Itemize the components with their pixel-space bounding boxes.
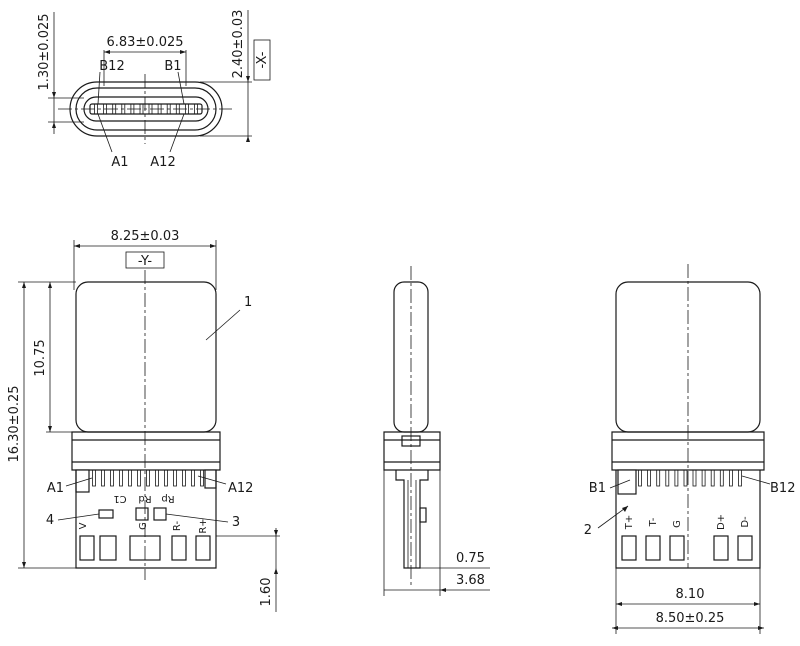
top-solder-pin bbox=[146, 469, 150, 487]
front-contact-pin bbox=[130, 103, 135, 115]
side-thickness-dim: 0.75 bbox=[456, 551, 485, 566]
bottom-inner-width-dim: 8.10 bbox=[676, 587, 705, 602]
bottom-solder-pin bbox=[701, 469, 706, 487]
top-solder-pin bbox=[119, 469, 123, 487]
front-contact-pin bbox=[194, 103, 198, 115]
front-contact-pin bbox=[175, 103, 180, 115]
bottom-pin-b1: B1 bbox=[589, 481, 606, 496]
top-solder-pin bbox=[110, 469, 114, 487]
side-view: 0.75 3.68 bbox=[383, 266, 490, 596]
bottom-solder-pin bbox=[665, 469, 670, 487]
top-view: 8.25±0.03 -Y- C1 Rd Rp V G R- R+ 1 A1 bbox=[7, 229, 280, 612]
callout-3: 3 bbox=[232, 515, 240, 530]
bottom-solder-pin bbox=[738, 469, 742, 487]
top-solder-pin bbox=[92, 469, 96, 487]
front-contact-pin bbox=[166, 103, 171, 115]
top-solder-pin bbox=[200, 469, 204, 487]
bottom-solder-pin bbox=[692, 469, 697, 487]
top-pin-a1: A1 bbox=[47, 481, 64, 496]
front-contact-pin bbox=[148, 103, 153, 115]
front-pin-b12: B12 bbox=[99, 59, 124, 74]
front-contact-pin bbox=[139, 103, 144, 115]
pad-length-dim: 1.60 bbox=[259, 578, 274, 607]
pad-t-minus: T- bbox=[648, 517, 659, 527]
bottom-pin-b12: B12 bbox=[770, 481, 795, 496]
callout-2: 2 bbox=[584, 523, 592, 538]
label-rplus: R+ bbox=[198, 518, 209, 533]
top-solder-pin bbox=[182, 469, 186, 487]
top-solder-pin bbox=[173, 469, 177, 487]
bottom-solder-pin bbox=[719, 469, 724, 487]
shell-length-dim: 10.75 bbox=[33, 339, 48, 376]
front-contact-pin bbox=[157, 103, 162, 115]
top-solder-pin bbox=[101, 469, 105, 487]
total-length-dim: 16.30±0.25 bbox=[7, 385, 22, 462]
pad-t-plus: T+ bbox=[624, 515, 635, 531]
top-solder-pin bbox=[191, 469, 195, 487]
pad-d-minus: D- bbox=[740, 516, 751, 528]
label-g: G bbox=[138, 522, 149, 530]
top-solder-pin bbox=[137, 469, 141, 487]
bottom-solder-pin bbox=[638, 469, 642, 487]
top-width-dim: 8.25±0.03 bbox=[111, 229, 180, 244]
bottom-solder-pin bbox=[683, 469, 688, 487]
front-contact-pin bbox=[94, 103, 98, 115]
front-pin-a1: A1 bbox=[111, 155, 128, 170]
top-solder-pin bbox=[164, 469, 168, 487]
front-inner-height-dim: 1.30±0.025 bbox=[37, 13, 52, 90]
top-pin-a12: A12 bbox=[228, 481, 253, 496]
label-c1: C1 bbox=[113, 493, 126, 504]
front-contact-pin bbox=[121, 103, 126, 115]
front-contact-pin bbox=[184, 103, 189, 115]
bottom-solder-pin bbox=[674, 469, 679, 487]
pad-g: G bbox=[672, 520, 683, 528]
front-width-dim: 6.83±0.025 bbox=[106, 35, 183, 50]
top-solder-pin bbox=[128, 469, 132, 487]
top-solder-pin bbox=[155, 469, 159, 487]
bottom-solder-pin bbox=[729, 469, 733, 487]
front-outer-height-dim: 2.40±0.03 bbox=[231, 10, 246, 79]
front-contact-pin bbox=[112, 103, 117, 115]
front-pin-b1: B1 bbox=[164, 59, 181, 74]
datum-x: -X- bbox=[255, 51, 270, 68]
front-pin-a12: A12 bbox=[150, 155, 175, 170]
pad-d-plus: D+ bbox=[716, 514, 727, 530]
side-depth-dim: 3.68 bbox=[456, 573, 485, 588]
callout-4: 4 bbox=[46, 513, 54, 528]
bottom-outer-width-dim: 8.50±0.25 bbox=[656, 611, 725, 626]
bottom-view: T+ T- G D+ D- B1 B12 2 8.10 8.50±0.25 bbox=[584, 264, 795, 634]
label-rminus: R- bbox=[172, 521, 183, 532]
front-view: 6.83±0.025 B12 B1 A1 A12 1.30±0.025 2.40… bbox=[37, 10, 271, 170]
label-v: V bbox=[78, 522, 89, 529]
label-rp: Rp bbox=[161, 493, 174, 504]
label-rd: Rd bbox=[138, 493, 151, 504]
bottom-solder-pin bbox=[656, 469, 661, 487]
bottom-solder-pin bbox=[647, 469, 651, 487]
bottom-solder-pin bbox=[710, 469, 715, 487]
callout-1: 1 bbox=[244, 295, 252, 310]
front-contact-pin bbox=[103, 103, 107, 115]
datum-y: -Y- bbox=[138, 254, 153, 269]
